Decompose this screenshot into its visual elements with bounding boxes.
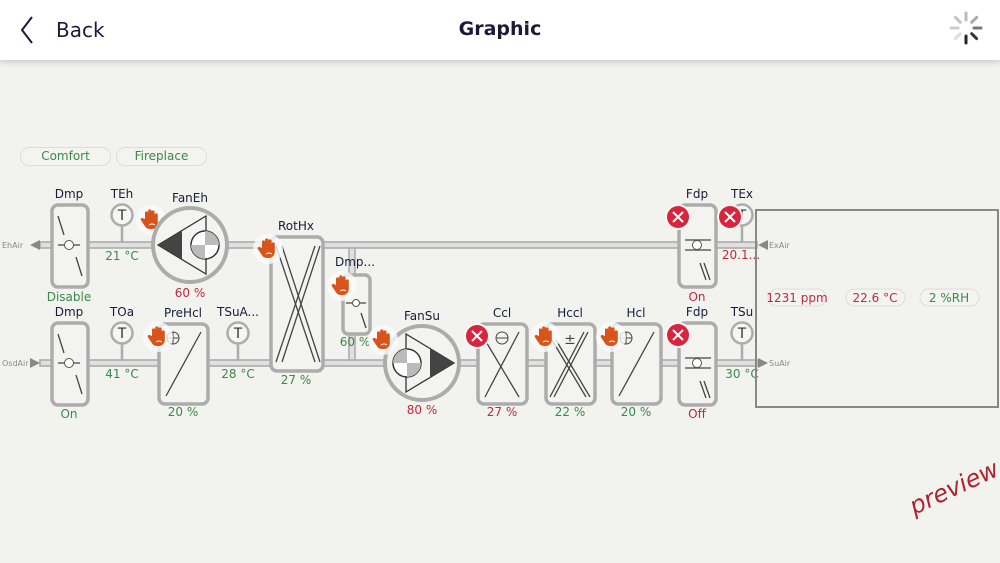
back-button[interactable]: Back	[20, 14, 105, 46]
manual-override-hand-icon[interactable]	[252, 233, 284, 265]
hcl-value: 20 %	[621, 405, 652, 419]
osd-air-label: OsdAir	[2, 359, 29, 368]
rotary-heat-exchanger[interactable]	[269, 235, 325, 373]
exhaust-damper-label: Dmp	[55, 187, 84, 201]
ccl-value: 27 %	[487, 405, 518, 419]
teh-label: TEh	[110, 187, 134, 201]
exhaust-out-arrow-icon	[30, 240, 40, 250]
room-temp-pill[interactable]	[845, 288, 906, 307]
tsua-value: 28 °C	[221, 367, 254, 381]
room-humidity-value: 2 %RH	[929, 291, 969, 305]
rothx-value: 27 %	[281, 373, 312, 387]
supply-out-arrow-icon	[758, 358, 768, 368]
exhaust-fire-damper[interactable]	[677, 203, 718, 289]
tex-value: 20.1...	[722, 248, 760, 262]
cooling-coil[interactable]	[476, 322, 529, 406]
manual-override-hand-icon[interactable]	[595, 321, 627, 353]
manual-override-hand-icon[interactable]	[326, 270, 358, 302]
supply-fan[interactable]	[383, 324, 461, 402]
hccl-value: 22 %	[555, 405, 586, 419]
ccl-label: Ccl	[493, 306, 511, 320]
supply-fire-damper[interactable]	[677, 321, 718, 407]
bypass-damper-label: Dmp...	[335, 255, 375, 269]
prehcl-value: 20 %	[168, 405, 199, 419]
svg-text:±: ±	[564, 332, 576, 348]
tsu-value: 30 °C	[725, 367, 758, 381]
outdoor-in-arrow-icon	[30, 358, 40, 368]
fault-icon[interactable]	[664, 203, 692, 231]
fansu-label: FanSu	[404, 309, 440, 323]
toa-sensor-icon[interactable]	[110, 321, 134, 345]
tsua-sensor-icon[interactable]	[226, 321, 250, 345]
hcl-label: Hcl	[627, 306, 646, 320]
room-box	[755, 209, 999, 408]
mode-fireplace-button[interactable]: Fireplace	[116, 147, 207, 166]
supply-fdp-value: Off	[688, 407, 706, 421]
toa-value: 41 °C	[105, 367, 138, 381]
manual-override-hand-icon[interactable]	[529, 321, 561, 353]
loading-spinner-icon	[949, 11, 983, 45]
exhaust-damper-value: Disable	[47, 290, 92, 304]
room-temp-value: 22.6 °C	[853, 291, 898, 305]
teh-value: 21 °C	[105, 249, 138, 263]
fansu-value: 80 %	[407, 403, 438, 417]
eh-air-label: EhAir	[2, 241, 24, 250]
manual-override-hand-icon[interactable]	[367, 324, 399, 356]
tsu-label: TSu	[730, 305, 754, 319]
exhaust-fan[interactable]	[151, 206, 229, 284]
tsua-label: TSuA...	[216, 305, 259, 319]
fault-icon[interactable]	[716, 203, 744, 231]
exhaust-in-arrow-icon	[758, 240, 768, 250]
mode-comfort-button[interactable]: Comfort	[20, 147, 111, 166]
room-co2-value: 1231 ppm	[766, 291, 827, 305]
exhaust-fdp-label: Fdp	[686, 187, 708, 201]
exhaust-fdp-value: On	[688, 290, 705, 304]
faneh-value: 60 %	[175, 286, 206, 300]
supply-damper[interactable]	[50, 321, 90, 407]
supply-damper-label: Dmp	[55, 305, 84, 319]
toa-label: TOa	[109, 305, 134, 319]
faneh-label: FanEh	[172, 191, 208, 205]
exhaust-damper[interactable]	[50, 203, 90, 289]
fault-icon[interactable]	[463, 322, 491, 350]
hccl-label: Hccl	[557, 306, 583, 320]
tsu-sensor-icon[interactable]	[730, 321, 754, 345]
tex-label: TEx	[730, 187, 753, 201]
prehcl-label: PreHcl	[164, 306, 202, 320]
ex-air-label: ExAir	[769, 241, 790, 250]
chevron-left-icon	[20, 16, 33, 44]
fault-icon[interactable]	[664, 321, 692, 349]
room-humidity-pill[interactable]	[919, 288, 980, 307]
room-co2-pill[interactable]	[767, 288, 827, 307]
teh-sensor-icon[interactable]	[110, 203, 134, 227]
exhaust-duct	[39, 241, 758, 249]
header-bar: Back Graphic	[0, 0, 1000, 60]
su-air-label: SuAir	[769, 359, 791, 368]
supply-fdp-label: Fdp	[686, 305, 708, 319]
supply-damper-value: On	[60, 407, 77, 421]
manual-override-hand-icon[interactable]	[142, 321, 174, 353]
page-title: Graphic	[458, 18, 542, 40]
back-label: Back	[56, 18, 105, 42]
rothx-label: RotHx	[278, 219, 314, 233]
bypass-damper-value: 60 %	[340, 335, 371, 349]
